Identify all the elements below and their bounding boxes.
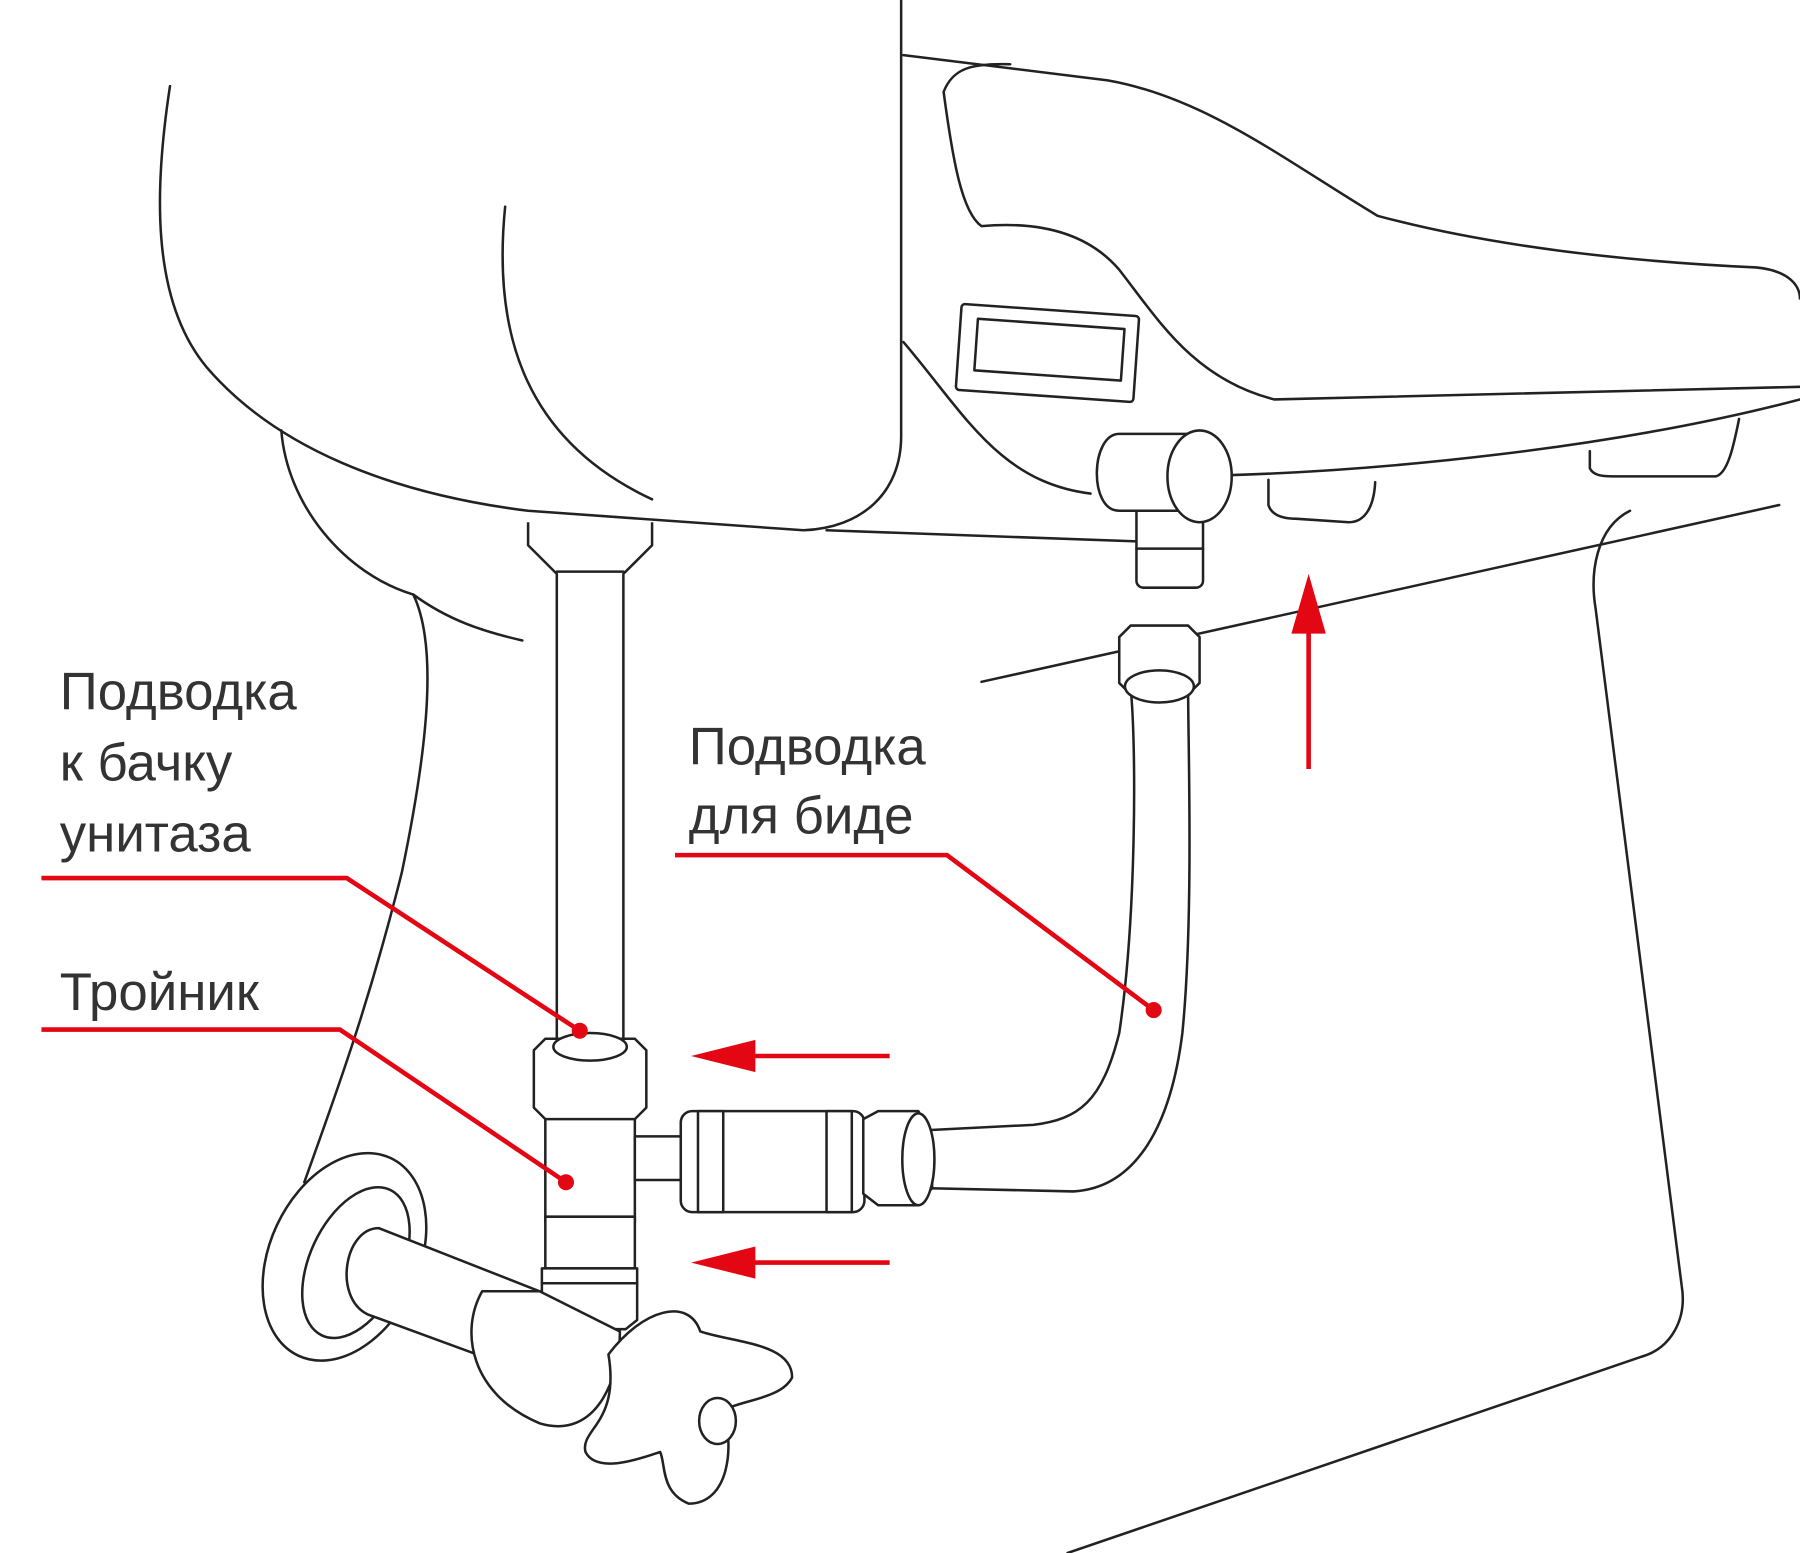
label-line: Подводка: [689, 717, 927, 776]
angle-valve: [261, 1151, 794, 1505]
arrow-up-head: [1291, 573, 1326, 634]
arrow-left-lower-head: [691, 1246, 756, 1279]
leader-tank-supply: [41, 875, 582, 1033]
label-line: к бачку: [60, 734, 233, 793]
bidet-valve: [1095, 429, 1233, 589]
leader-tee: [41, 1027, 568, 1185]
leader-tee-dot: [557, 1174, 575, 1191]
label-bidet-supply: Подводка для биде: [689, 717, 927, 845]
coupling: [679, 1109, 936, 1214]
label-tee: Тройник: [60, 963, 260, 1022]
label-tank-supply: Подводка к бачку унитаза: [60, 662, 298, 863]
label-line: для биде: [689, 786, 914, 845]
bidet-hose: [917, 624, 1201, 1193]
leader-lines: [41, 852, 1162, 1191]
cistern: [158, 0, 1150, 544]
tank-supply-pipe: [526, 522, 654, 1041]
leader-bidet-dot: [1145, 1002, 1162, 1019]
leader-tank-supply-dot: [571, 1022, 588, 1039]
toilet-pedestal: [280, 429, 1781, 1553]
label-line: унитаза: [60, 805, 252, 864]
flow-arrows: [691, 573, 1326, 1279]
leader-bidet-supply: [675, 852, 1156, 1012]
arrow-left-upper-head: [691, 1039, 756, 1073]
label-line: Подводка: [60, 662, 298, 721]
tee-fitting: [532, 1031, 688, 1331]
toilet-bowl: [902, 53, 1800, 524]
